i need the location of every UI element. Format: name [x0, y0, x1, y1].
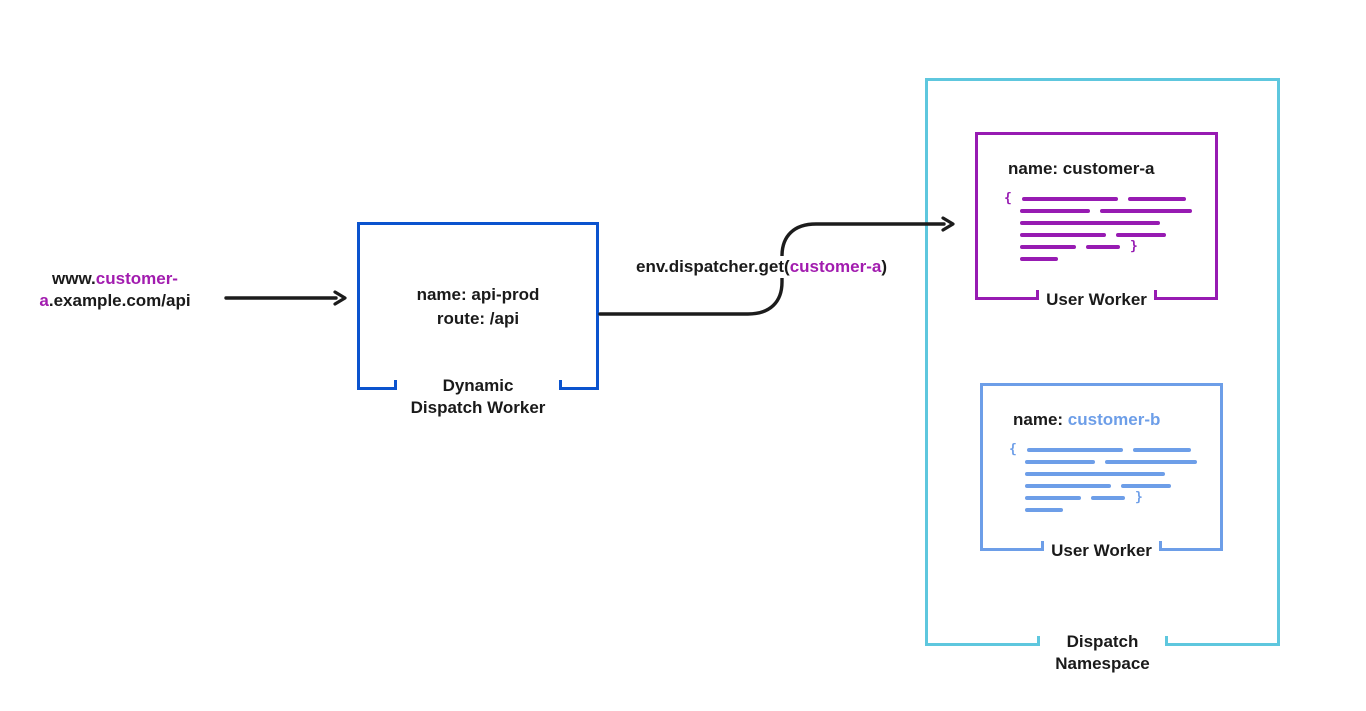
code-line-bar — [1132, 448, 1191, 452]
worker-a-label: User Worker — [1046, 290, 1147, 309]
code-line-bar — [1025, 472, 1165, 476]
worker-b-name-prefix: name: — [1013, 410, 1068, 429]
close-brace: } — [1135, 490, 1143, 505]
code-line-bar — [1021, 197, 1118, 201]
request-url-highlight: customer-a — [39, 269, 178, 310]
dispatch-worker-config-text: name: api-prod route: /api — [360, 283, 596, 331]
dispatch-worker-label: Dynamic Dispatch Worker — [410, 376, 546, 418]
code-line — [1004, 217, 1197, 229]
worker-a-name: name: customer-a — [1008, 159, 1155, 178]
close-brace: } — [1130, 239, 1138, 254]
worker-b-code-block: { } — [1009, 442, 1202, 516]
code-line-bar — [1100, 209, 1192, 213]
dispatch-namespace-box: Dispatch Namespace — [925, 78, 1280, 673]
code-line-bar — [1020, 233, 1106, 237]
request-url-part1: www. — [52, 269, 96, 288]
box-notch-right — [1154, 290, 1218, 300]
code-line-bar — [1020, 245, 1076, 249]
code-line — [1009, 468, 1202, 480]
box-notch-left — [357, 380, 397, 390]
box-notch-left — [925, 636, 1040, 646]
code-line-bar — [1086, 245, 1120, 249]
worker-a-code-block: { } — [1004, 191, 1197, 265]
code-line-bar — [1025, 496, 1081, 500]
dispatch-namespace-label: Dispatch Namespace — [1055, 632, 1150, 674]
box-notch-left — [980, 541, 1044, 551]
code-line — [1004, 229, 1197, 241]
dynamic-dispatch-worker-box: name: api-prod route: /api Dynamic Dispa… — [357, 222, 599, 417]
dispatch-worker-name: name: api-prod — [416, 285, 540, 304]
code-line-bar — [1020, 221, 1160, 225]
dispatcher-call-argument: customer-a — [789, 257, 882, 276]
code-line: { — [1009, 442, 1202, 457]
code-line-bar — [1121, 484, 1171, 488]
box-notch-right — [559, 380, 599, 390]
code-line-bar — [1127, 197, 1186, 201]
code-line-bar — [1116, 233, 1166, 237]
user-worker-b-box: name: customer-b { } — [980, 383, 1223, 560]
worker-b-name-value: customer-b — [1067, 410, 1161, 429]
code-line-bar — [1020, 257, 1058, 261]
box-notch-right — [1165, 636, 1280, 646]
code-line-bar — [1025, 460, 1095, 464]
worker-b-name: name: customer-b — [1013, 410, 1160, 430]
request-url-part2: .example.com/api — [48, 291, 191, 310]
dispatcher-call-text: env.dispatcher.get(customer-a) — [634, 256, 889, 278]
code-line — [1004, 205, 1197, 217]
open-brace: { — [1009, 442, 1017, 457]
dispatch-worker-route: route: /api — [436, 309, 520, 328]
code-line — [1009, 456, 1202, 468]
dispatcher-call-prefix: env.dispatcher.get( — [636, 257, 790, 276]
code-line-bar — [1025, 508, 1063, 512]
user-worker-a-box: name: customer-a { } — [975, 132, 1218, 309]
worker-b-label: User Worker — [1051, 541, 1152, 560]
box-notch-right — [1159, 541, 1223, 551]
code-line — [1004, 253, 1197, 265]
code-line-bar — [1020, 209, 1090, 213]
code-line-bar — [1105, 460, 1197, 464]
code-line: } — [1009, 490, 1202, 505]
code-line — [1009, 480, 1202, 492]
code-line-bar — [1026, 448, 1123, 452]
code-line-bar — [1091, 496, 1125, 500]
code-line: } — [1004, 239, 1197, 254]
code-line-bar — [1025, 484, 1111, 488]
code-line: { — [1004, 191, 1197, 206]
box-notch-left — [975, 290, 1039, 300]
code-line — [1009, 504, 1202, 516]
open-brace: { — [1004, 191, 1012, 206]
request-url-text: www.customer-a.example.com/api — [15, 268, 215, 312]
dispatcher-call-suffix: ) — [881, 257, 887, 276]
